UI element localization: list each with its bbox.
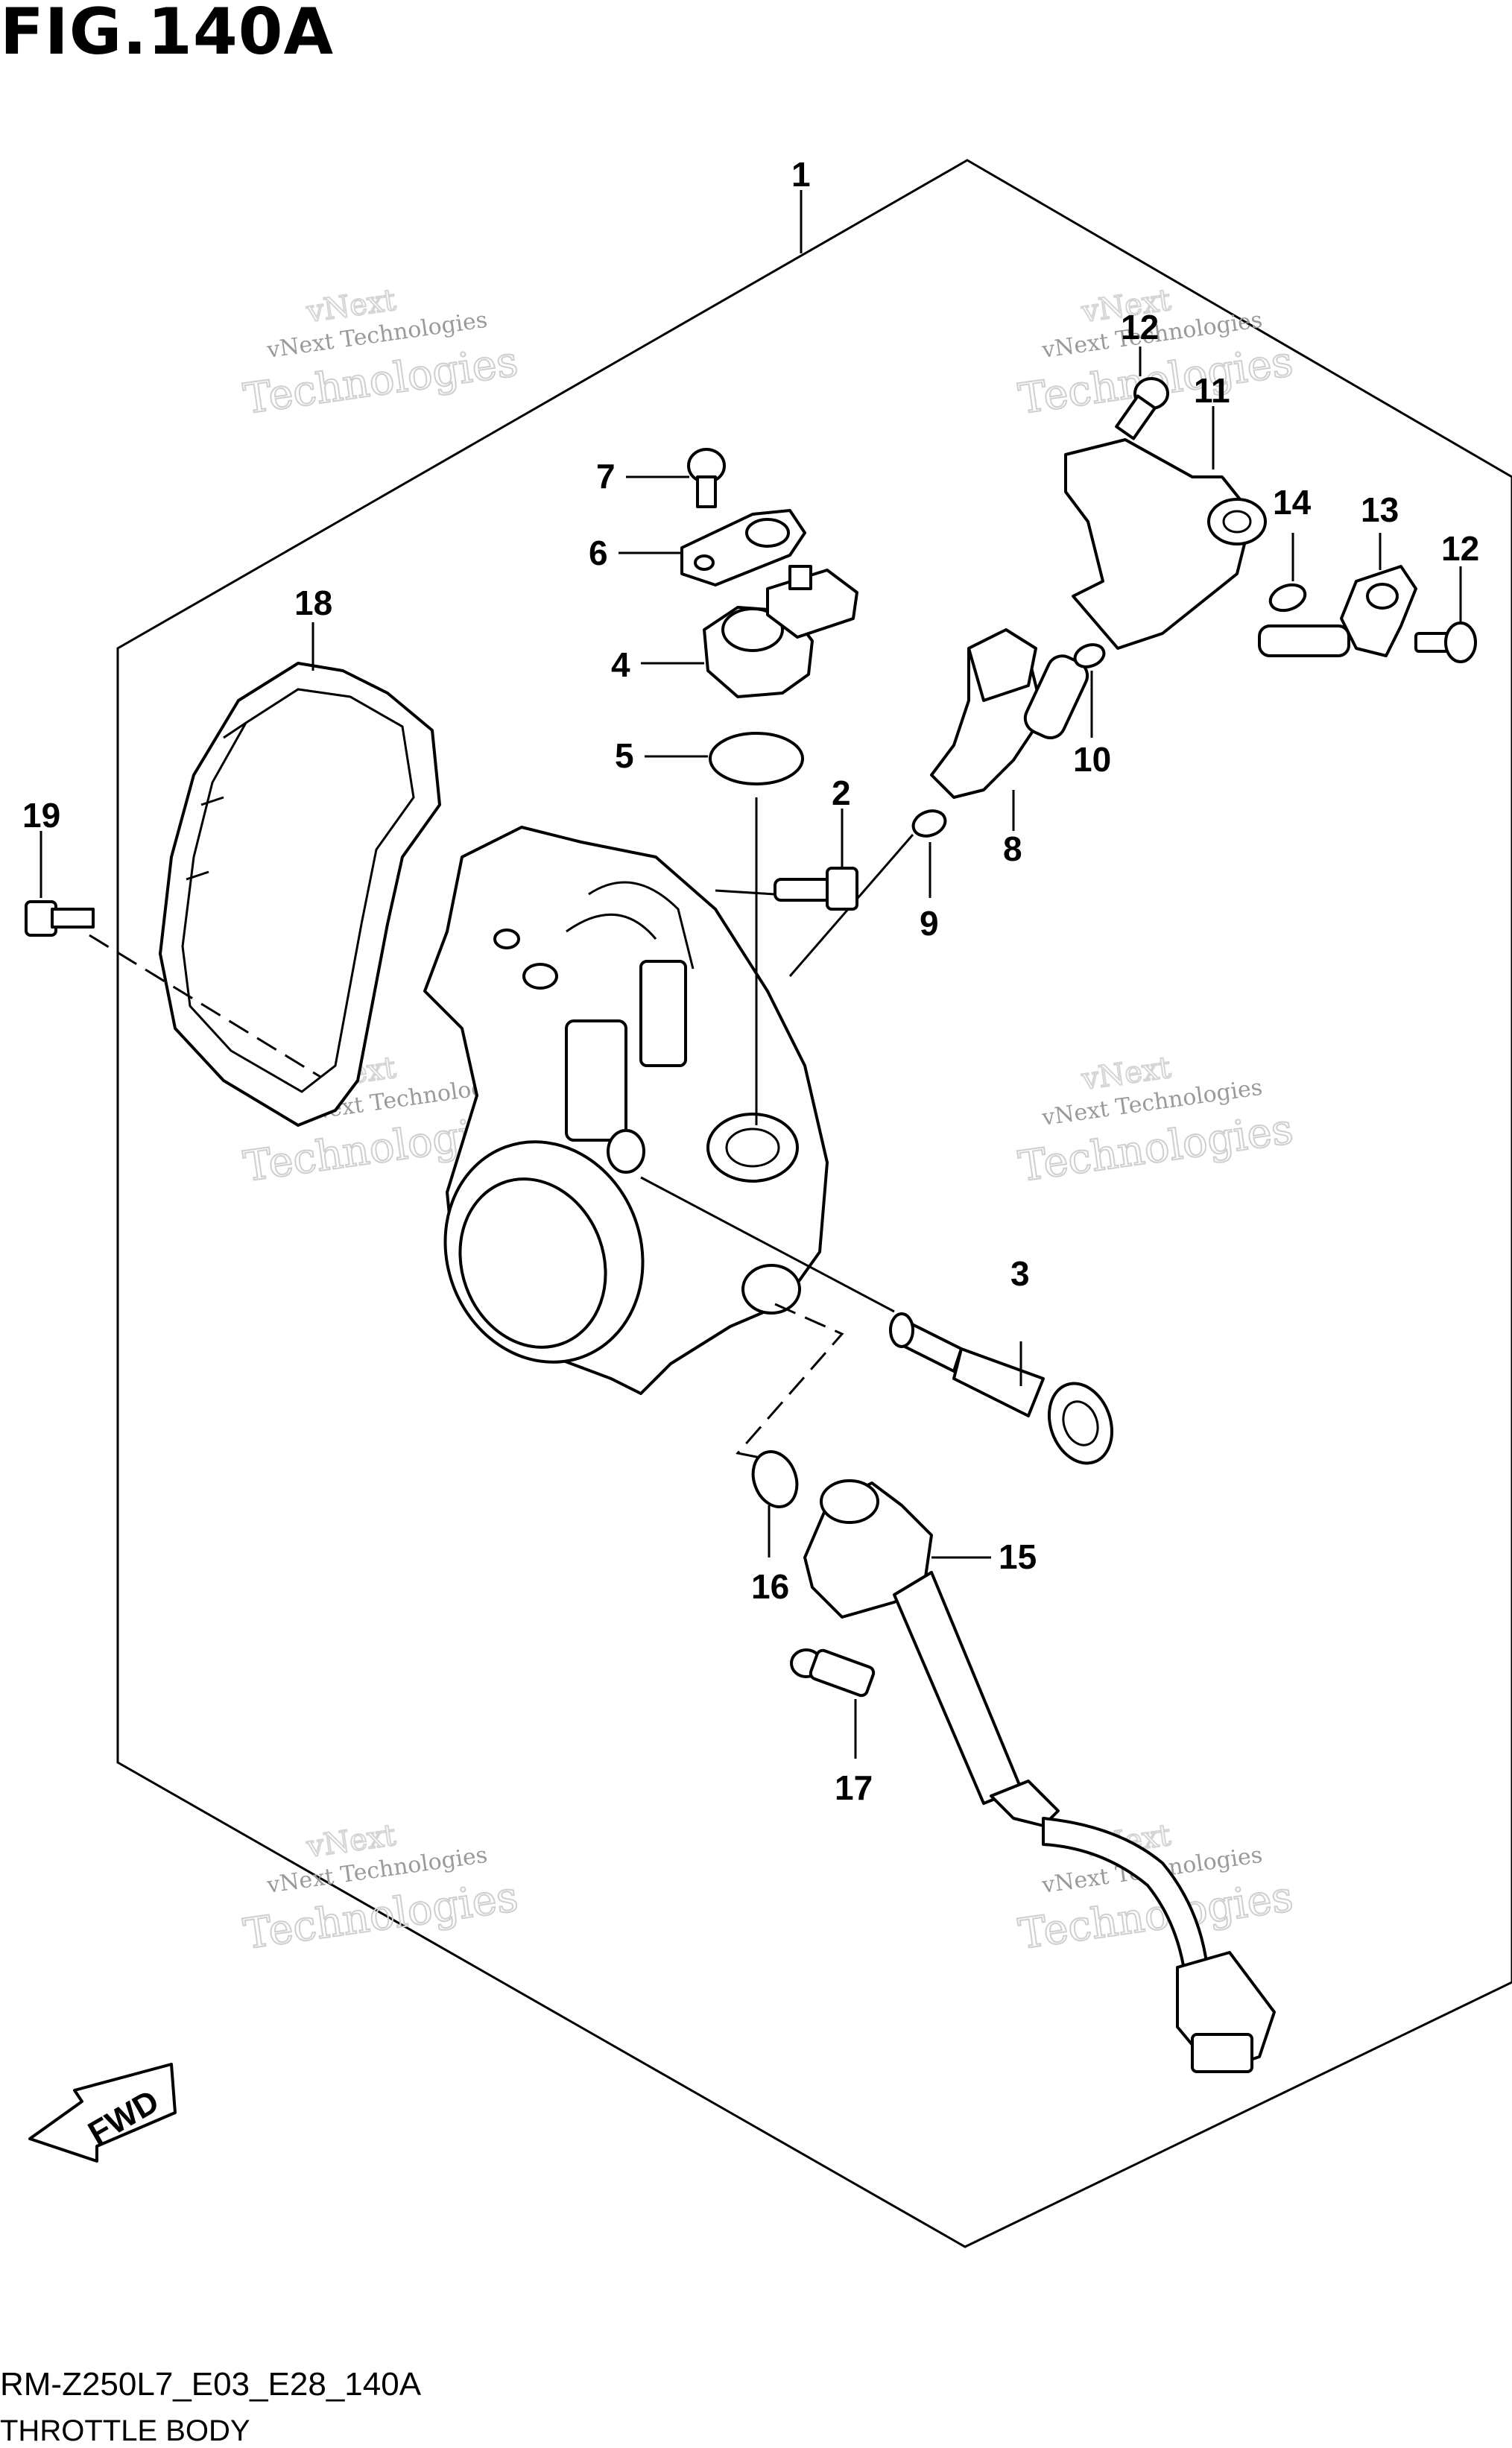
callout-7: 7 <box>596 457 616 496</box>
part-7-screw <box>687 448 726 508</box>
part-2-screw <box>774 867 858 911</box>
part-6-plate <box>680 509 806 586</box>
part-16-o-ring <box>751 1450 799 1508</box>
callout-17: 17 <box>835 1768 873 1807</box>
callout-19: 19 <box>22 796 60 835</box>
callout-5: 5 <box>615 736 634 775</box>
part-3-idle-screw <box>889 1312 1114 1465</box>
part-15-sensor-harness <box>803 1479 1276 2073</box>
callout-8: 8 <box>1003 829 1022 868</box>
leader-lines <box>39 190 1462 1759</box>
part-9-o-ring <box>911 809 947 838</box>
leader-3-body <box>640 1176 895 1313</box>
callout-3: 3 <box>1010 1254 1030 1293</box>
leader-2-body <box>715 889 776 896</box>
callout-11: 11 <box>1194 371 1230 410</box>
part-5-o-ring <box>709 732 804 785</box>
callout-9: 9 <box>920 904 939 943</box>
part-8-injector <box>930 628 1089 799</box>
part-12-bolt-top <box>1115 377 1169 440</box>
part-17-bolt <box>790 1648 876 1698</box>
callout-16: 16 <box>751 1567 789 1606</box>
callout-18: 18 <box>294 583 332 622</box>
leader-16-body <box>736 1303 844 1462</box>
callout-15: 15 <box>999 1537 1037 1576</box>
callout-14: 14 <box>1273 483 1312 522</box>
callout-12-right: 12 <box>1441 529 1479 568</box>
part-14-o-ring <box>1268 583 1307 613</box>
part-13-bracket <box>1258 565 1417 657</box>
callout-1: 1 <box>791 155 811 194</box>
figure-title: FIG.140A <box>0 0 335 69</box>
callout-4: 4 <box>611 645 630 684</box>
part-12-bolt-right <box>1414 622 1477 663</box>
callout-6: 6 <box>589 534 608 572</box>
callout-numbers: 1 2 3 4 5 6 7 8 9 10 11 12 12 13 14 15 1… <box>22 155 1479 1807</box>
assembly-outline <box>116 159 1512 2248</box>
throttle-body-main <box>423 826 829 1395</box>
figure-code: RM-Z250L7_E03_E28_140A <box>0 2366 422 2403</box>
part-11-holder <box>1064 438 1267 650</box>
callout-10: 10 <box>1073 740 1111 779</box>
part-18-cover <box>159 662 441 1127</box>
callout-13: 13 <box>1361 490 1399 529</box>
figure-name: THROTTLE BODY <box>0 2414 250 2447</box>
part-19-bolt <box>25 900 321 1078</box>
callout-2: 2 <box>832 774 851 812</box>
callout-12-top: 12 <box>1121 308 1159 347</box>
part-10-o-ring <box>1073 643 1106 668</box>
part-4-sensor <box>703 565 858 698</box>
fwd-arrow: FWD <box>28 2063 177 2163</box>
